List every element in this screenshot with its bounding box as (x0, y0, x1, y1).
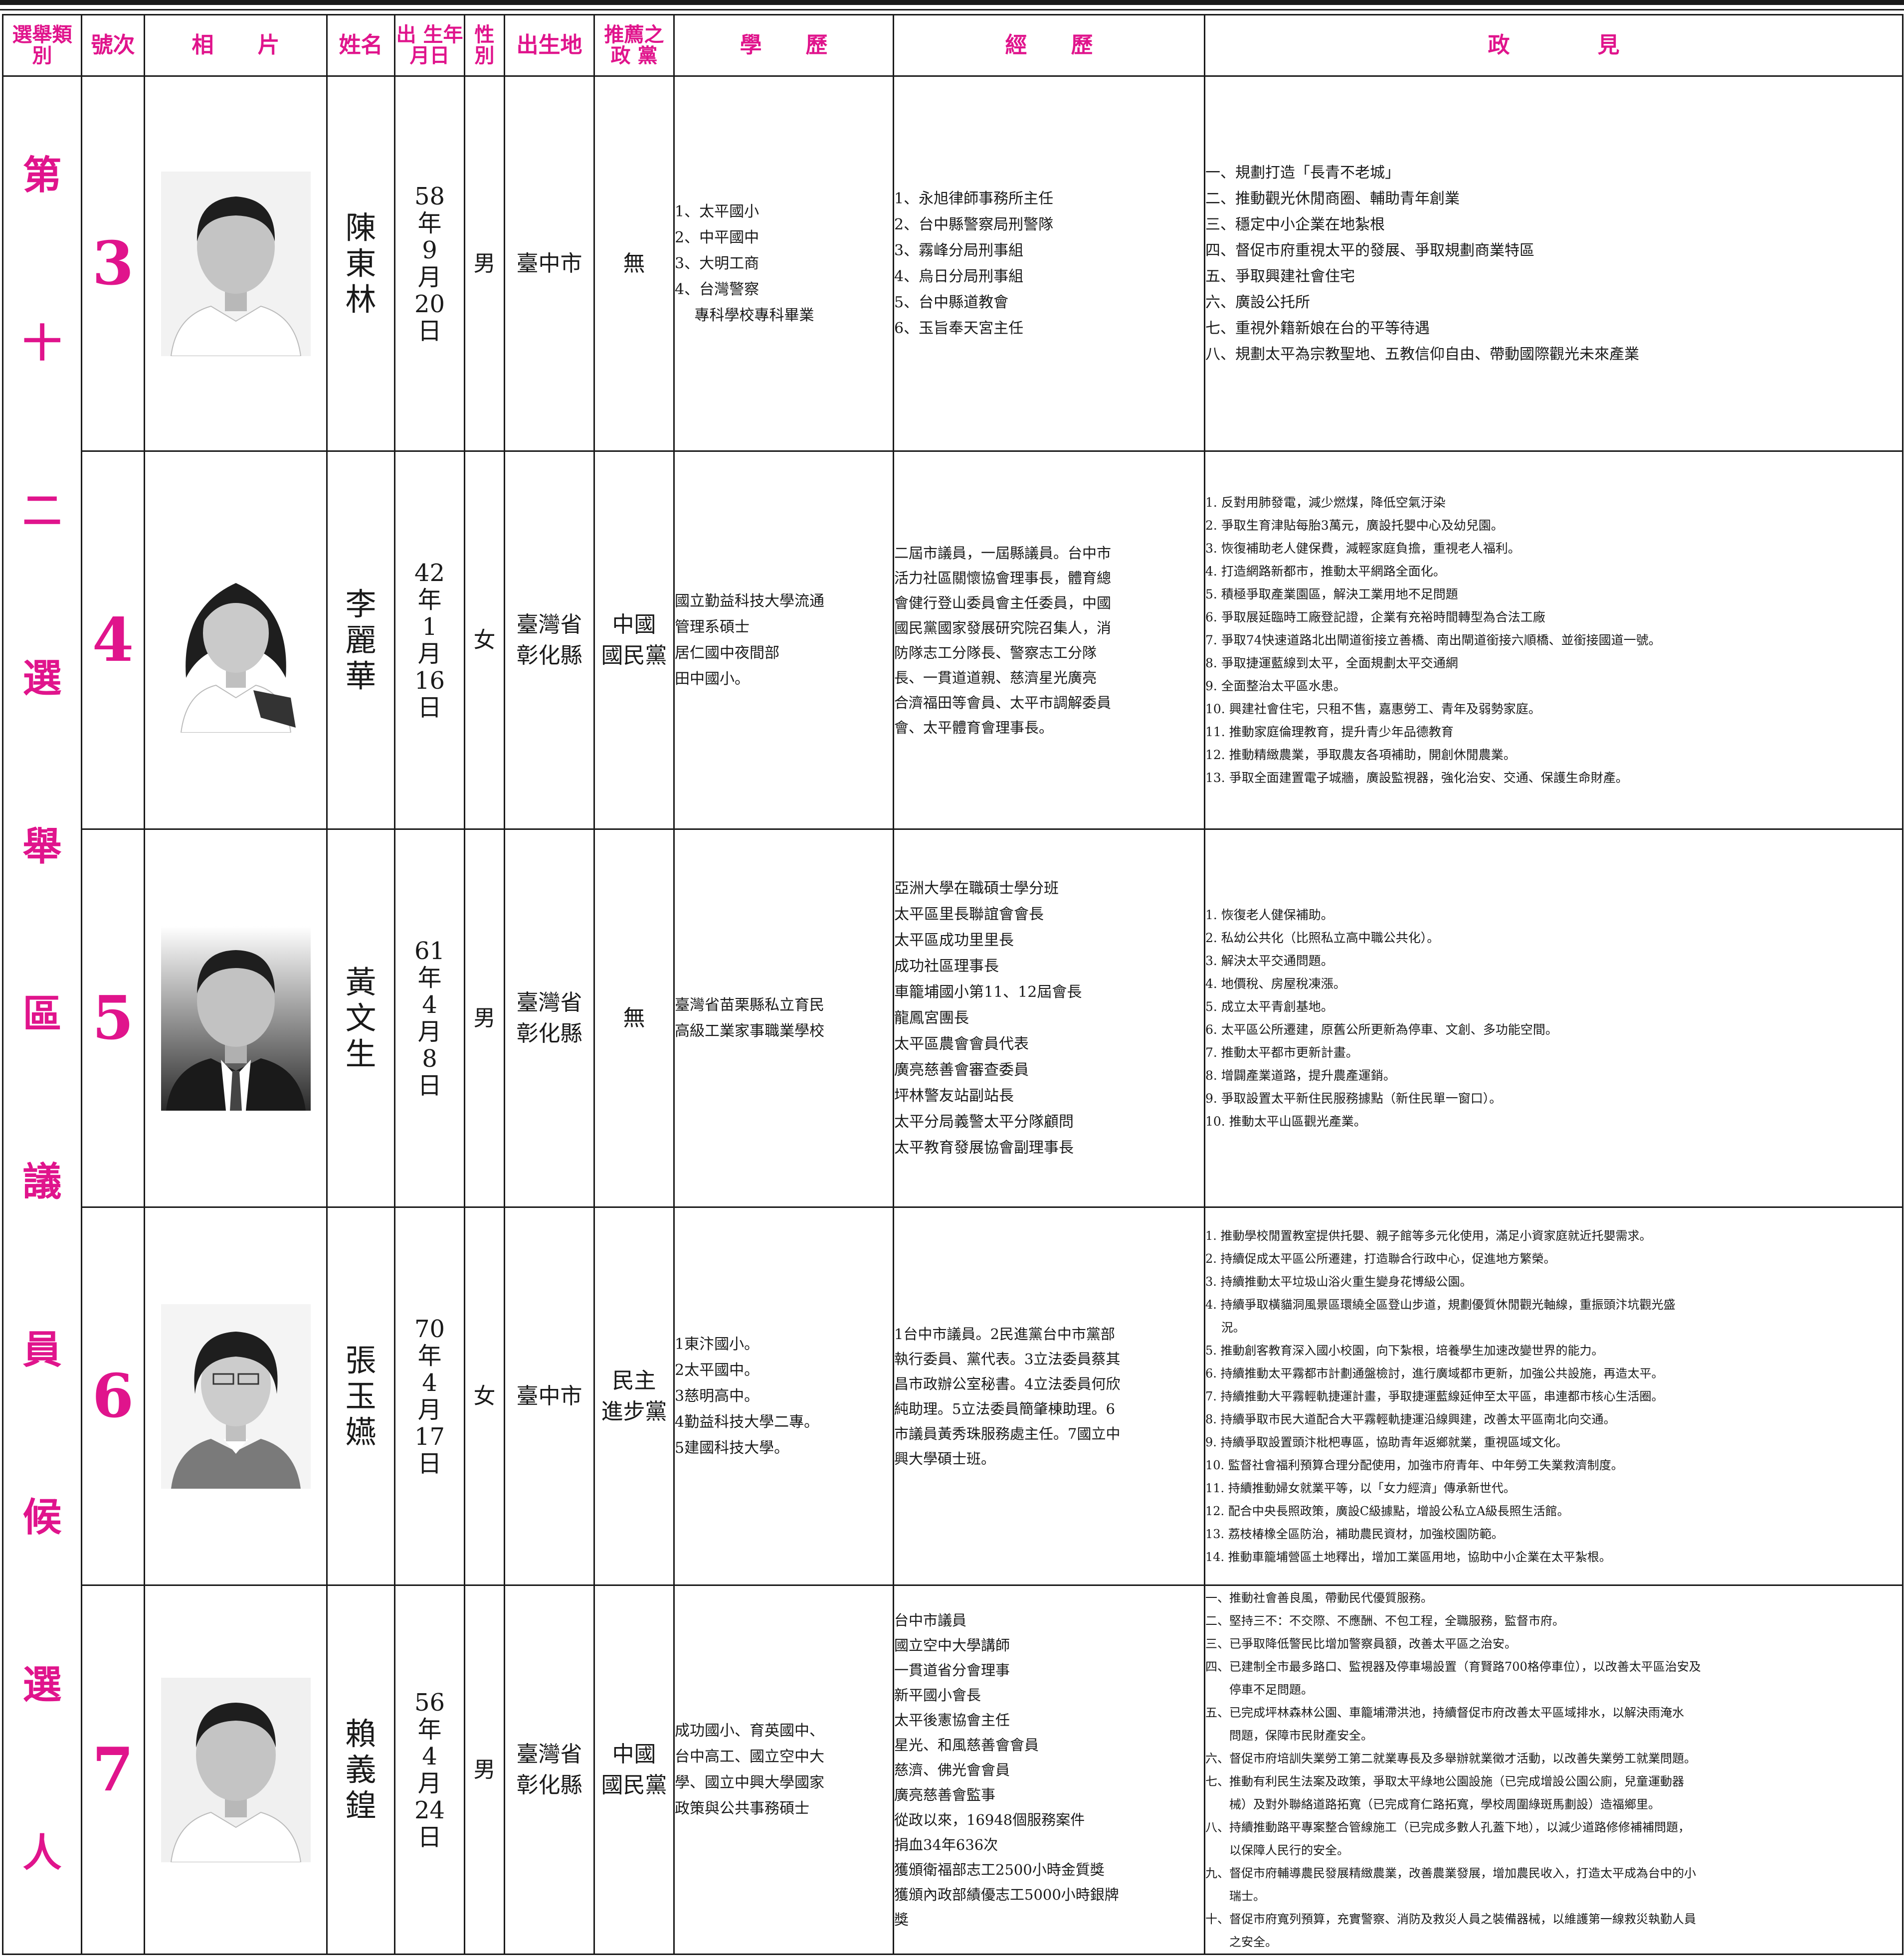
candidate-gender: 女 (464, 1206, 505, 1586)
header-name: 姓名 (326, 14, 395, 77)
header-education: 學 歷 (673, 14, 894, 77)
category-char: 員 (22, 1327, 62, 1372)
category-char: 第 (22, 153, 62, 198)
candidate-birthplace: 臺中市 (504, 75, 595, 452)
portrait-image (161, 1304, 311, 1489)
candidate-name: 黃文生 (326, 828, 395, 1208)
header-row: 選舉類別 號次 相 片 姓名 出 生年月日 性別 出生地 推薦之政 黨 學 歷 … (2, 14, 1904, 77)
candidate-row: 4 李麗華 (3, 450, 1904, 830)
candidate-gender: 男 (464, 1584, 505, 1955)
category-char: 二 (22, 488, 62, 534)
top-rule-thin (0, 9, 1904, 10)
portrait-image (161, 171, 311, 356)
category-char: 選 (22, 1663, 62, 1708)
candidate-name: 陳東林 (326, 75, 395, 452)
category-char: 議 (22, 1160, 62, 1205)
candidate-birthplace: 臺灣省彰化縣 (504, 1584, 595, 1955)
ballot-number: 5 (81, 828, 145, 1208)
candidate-policy: 1. 恢復老人健保補助。2. 私幼公共化（比照私立高中職公共化）。3. 解決太平… (1204, 828, 1904, 1208)
ballot-number: 4 (81, 450, 145, 830)
candidate-education: 1東汴國小。2太平國中。3慈明高中。4勤益科技大學二專。5建國科技大學。 (673, 1206, 894, 1586)
header-category: 選舉類別 (2, 14, 82, 77)
header-photo: 相 片 (144, 14, 328, 77)
portrait-image (161, 548, 311, 733)
candidate-photo (144, 1584, 328, 1955)
candidate-education: 國立勤益科技大學流通管理系碩士居仁國中夜間部田中國小。 (673, 450, 894, 830)
candidate-photo (144, 828, 328, 1208)
candidate-row: 第 十 二 選 舉 區 議 員 候 選 人 3 (2, 75, 1904, 1955)
candidate-education: 臺灣省苗栗縣私立育民高級工業家事職業學校 (673, 828, 894, 1208)
portrait-image (161, 1677, 311, 1862)
category-char: 候 (22, 1495, 62, 1541)
category-char: 人 (22, 1830, 62, 1876)
ballot-number: 7 (81, 1584, 145, 1955)
category-char: 十 (22, 321, 62, 366)
candidate-experience: 二屆市議員，一屆縣議員。台中市活力社區關懷協會理事長，體育總會健行登山委員會主任… (893, 450, 1205, 830)
candidate-table: 選舉類別 號次 相 片 姓名 出 生年月日 性別 出生地 推薦之政 黨 學 歷 … (2, 14, 1904, 1955)
candidate-name: 賴義鍠 (326, 1584, 395, 1955)
candidate-photo (144, 450, 328, 830)
candidate-gender: 男 (464, 828, 505, 1208)
candidate-row: 6 張玉嬿 (3, 1206, 1904, 1586)
category-char: 選 (22, 656, 62, 702)
header-birth: 出 生年月日 (394, 14, 465, 77)
candidate-birthplace: 臺灣省彰化縣 (504, 828, 595, 1208)
candidate-party: 無 (593, 828, 675, 1208)
header-experience: 經 歷 (893, 14, 1205, 77)
candidate-birthplace: 臺灣省彰化縣 (504, 450, 595, 830)
top-rule (0, 0, 1904, 5)
candidate-party: 民主進步黨 (593, 1206, 675, 1586)
candidate-policy: 1. 推動學校閒置教室提供托嬰、親子館等多元化使用，滿足小資家庭就近托嬰需求。2… (1204, 1206, 1904, 1586)
candidate-policy: 一、推動社會善良風，帶動民代優質服務。二、堅持三不：不交際、不應酬、不包工程，全… (1204, 1584, 1904, 1955)
header-birthplace: 出生地 (504, 14, 595, 77)
header-number: 號次 (81, 14, 145, 77)
ballot-number: 3 (81, 75, 145, 452)
candidate-row: 5 (3, 828, 1904, 1208)
candidate-experience: 1台中市議員。2民進黨台中市黨部執行委員、黨代表。3立法委員蔡其昌市政辦公室秘書… (893, 1206, 1205, 1586)
candidate-experience: 亞洲大學在職碩士學分班太平區里長聯誼會會長太平區成功里里長成功社區理事長車籠埔國… (893, 828, 1205, 1208)
candidate-party: 中國國民黨 (593, 1584, 675, 1955)
header-policy: 政 見 (1204, 14, 1904, 77)
candidate-gender: 女 (464, 450, 505, 830)
candidate-education: 成功國小、育英國中、台中高工、國立空中大學、國立中興大學國家政策與公共事務碩士 (673, 1584, 894, 1955)
candidate-birthplace: 臺中市 (504, 1206, 595, 1586)
candidate-photo (144, 75, 328, 452)
category-char: 舉 (22, 824, 62, 869)
ballot-number: 6 (81, 1206, 145, 1586)
portrait-image (161, 926, 311, 1111)
candidate-policy: 一、規劃打造「長青不老城」二、推動觀光休閒商圈、輔助青年創業三、穩定中小企業在地… (1204, 75, 1904, 452)
category-char: 區 (22, 991, 62, 1037)
category-column: 第 十 二 選 舉 區 議 員 候 選 人 (2, 75, 82, 1955)
candidate-photo (144, 1206, 328, 1586)
candidate-party: 中國國民黨 (593, 450, 675, 830)
candidate-party: 無 (593, 75, 675, 452)
header-gender: 性別 (464, 14, 505, 77)
header-party: 推薦之政 黨 (593, 14, 675, 77)
candidate-experience: 台中市議員國立空中大學講師一貫道省分會理事新平國小會長太平後憲協會主任星光、和風… (893, 1584, 1205, 1955)
candidate-name: 李麗華 (326, 450, 395, 830)
candidate-gender: 男 (464, 75, 505, 452)
candidate-name: 張玉嬿 (326, 1206, 395, 1586)
